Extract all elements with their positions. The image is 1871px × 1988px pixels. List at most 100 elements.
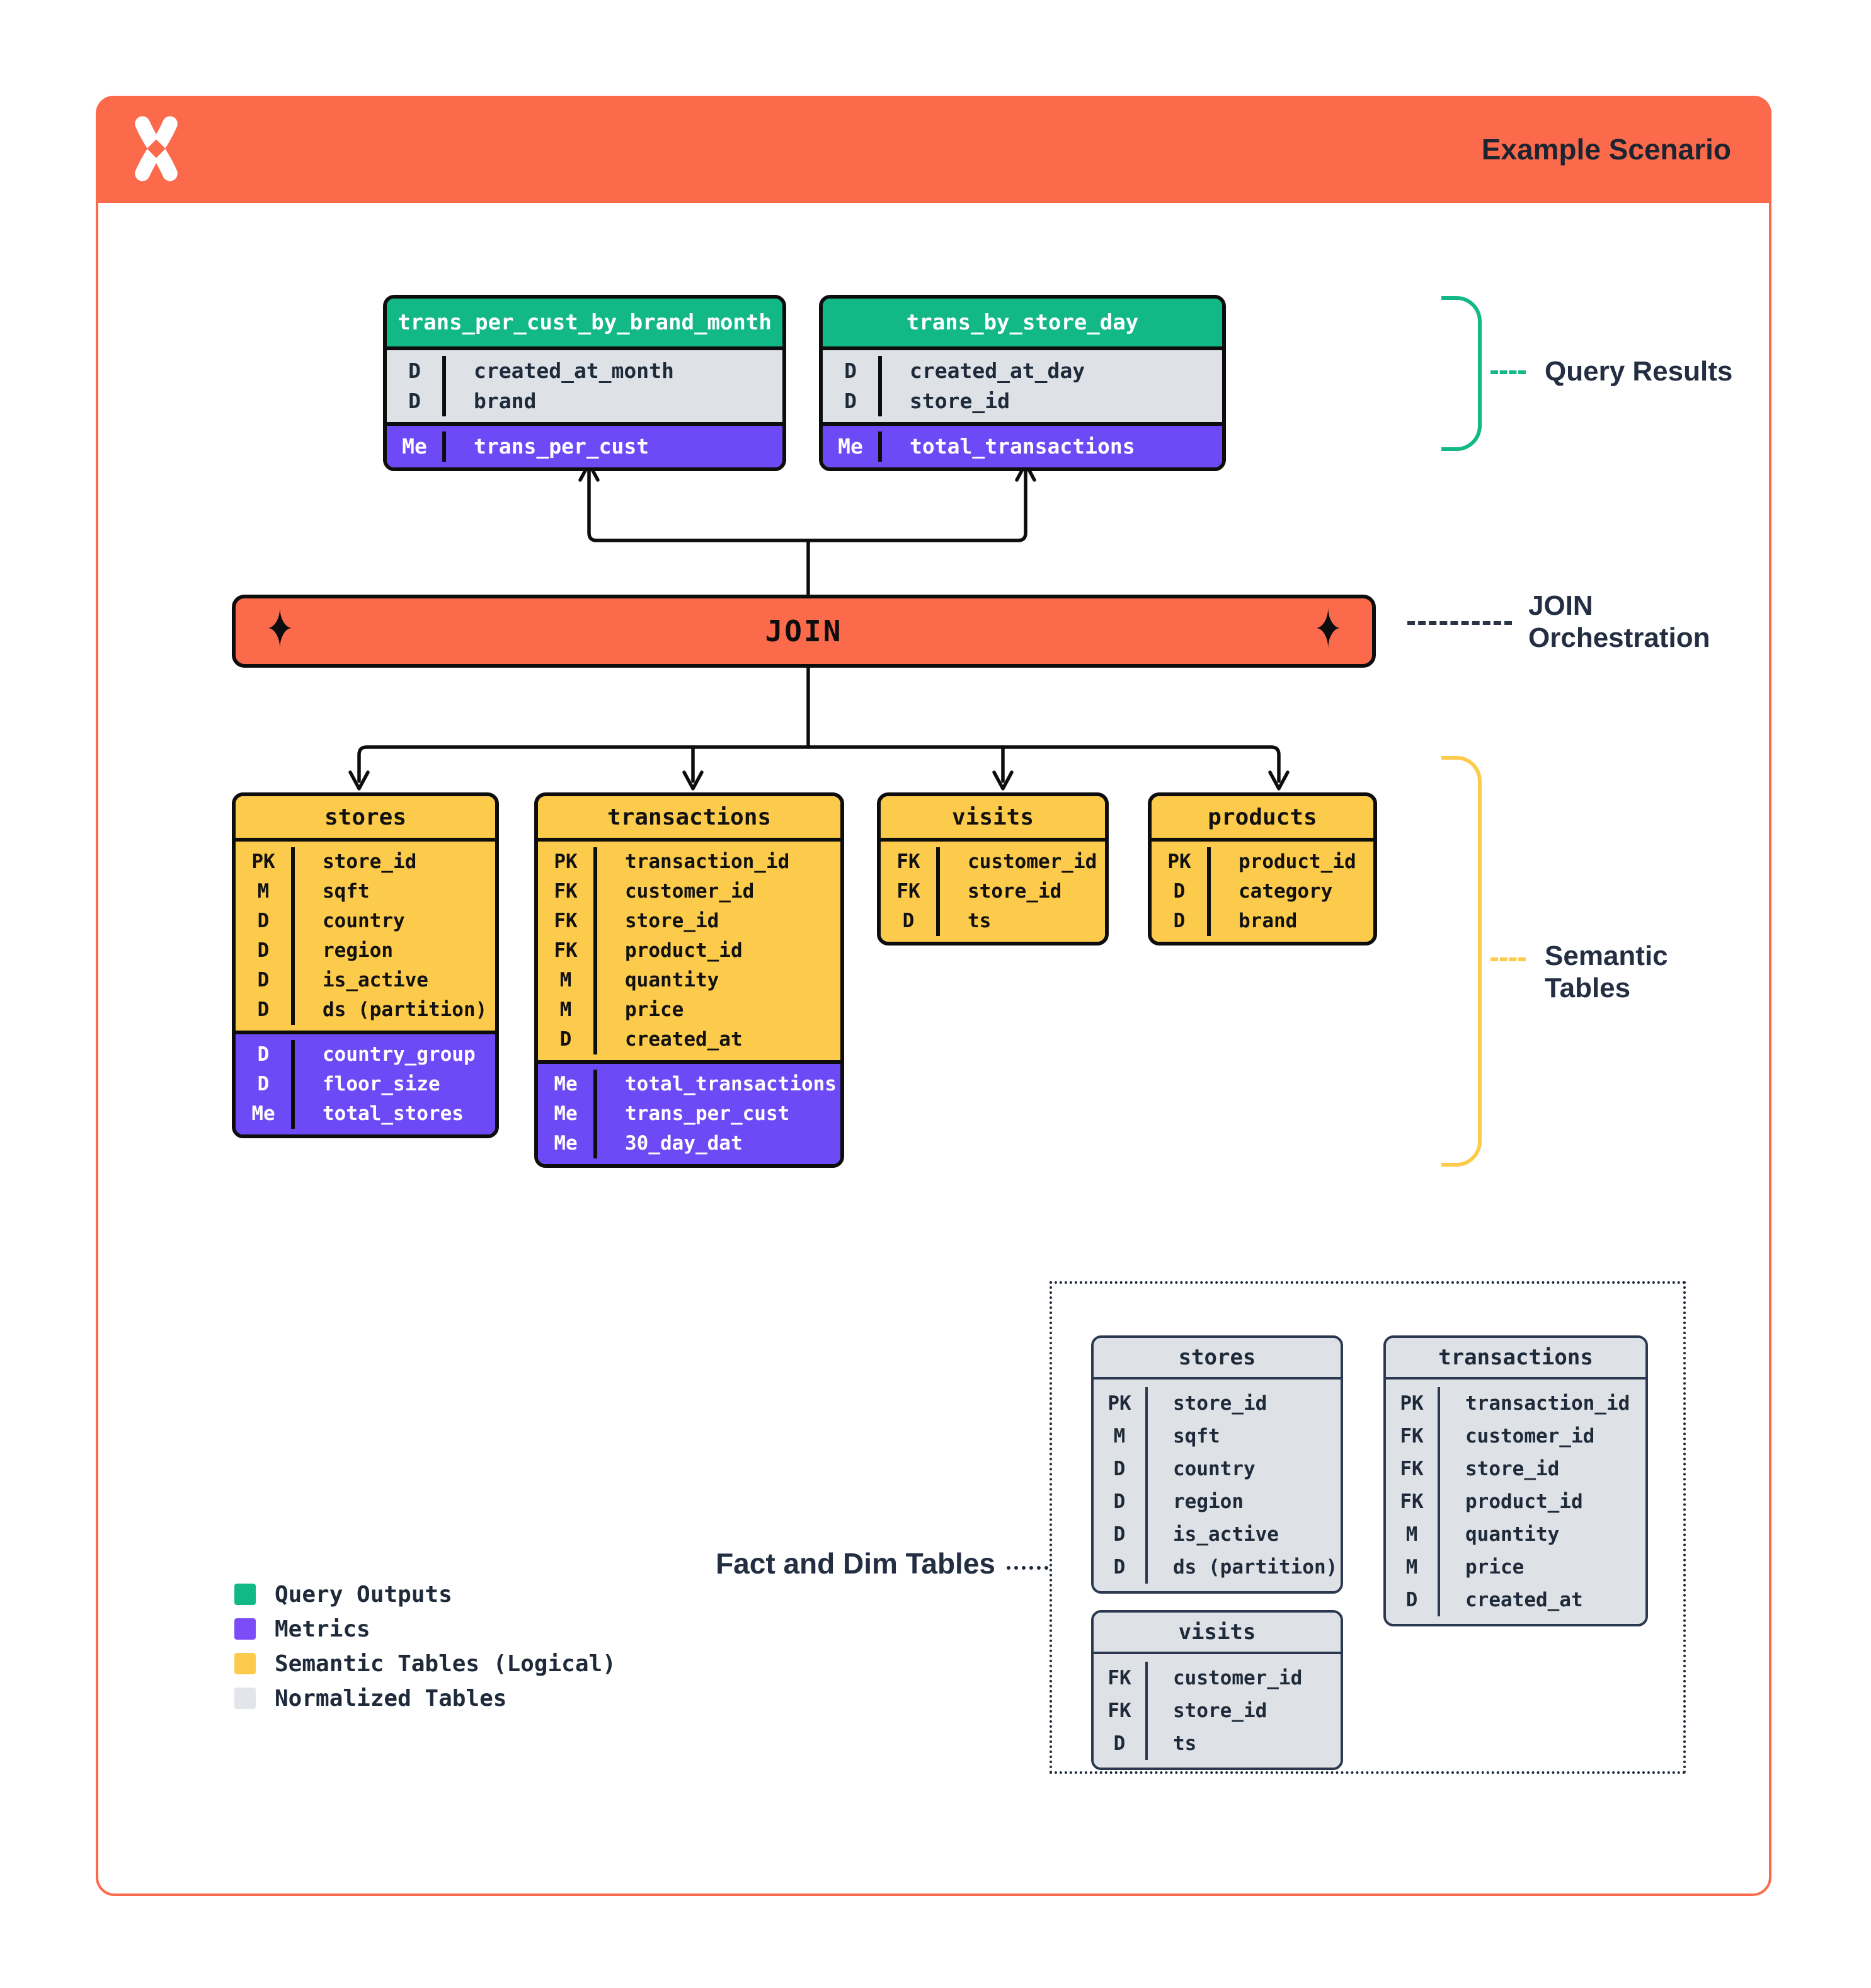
row-key: D xyxy=(844,358,857,383)
table-title: visits xyxy=(881,796,1105,842)
row-field: store_id xyxy=(1173,1392,1267,1415)
row-field: created_at_month xyxy=(474,358,674,383)
row-field: product_id xyxy=(625,939,743,962)
row-field: customer_id xyxy=(1173,1667,1303,1689)
row-field: sqft xyxy=(323,880,370,903)
row-key: PK xyxy=(1167,850,1191,873)
connector-join-down-branch xyxy=(357,745,1281,783)
row-key: D xyxy=(1113,1523,1126,1546)
row-field: region xyxy=(323,939,393,962)
legend-swatch-icon xyxy=(234,1584,256,1605)
row-field: ds (partition) xyxy=(1173,1556,1338,1579)
row-field: total_stores xyxy=(323,1102,464,1125)
semantic-tables-dash-line xyxy=(1491,957,1526,961)
row-field: product_id xyxy=(1465,1490,1583,1513)
row-key: D xyxy=(1113,1732,1126,1755)
row-key: PK xyxy=(1107,1392,1131,1415)
x-logo-icon xyxy=(135,116,178,181)
row-key: D xyxy=(559,1028,572,1051)
row-field: quantity xyxy=(625,969,719,991)
row-key: D xyxy=(408,389,421,413)
table-title: trans_per_cust_by_brand_month xyxy=(387,299,782,350)
row-key: FK xyxy=(1400,1490,1424,1513)
row-field: store_id xyxy=(910,389,1010,413)
arrowhead-down-visits xyxy=(992,770,1014,791)
legend-label: Semantic Tables (Logical) xyxy=(275,1650,616,1677)
diamond-star-icon: ✦ xyxy=(1314,597,1342,661)
row-key: FK xyxy=(896,850,920,873)
row-key: D xyxy=(1113,1458,1126,1480)
join-orchestration-bar: ✦ JOIN ✦ xyxy=(232,595,1376,668)
row-field: store_id xyxy=(1465,1458,1560,1480)
row-key: D xyxy=(257,998,270,1021)
row-field: brand xyxy=(474,389,537,413)
legend-label: Normalized Tables xyxy=(275,1685,507,1711)
join-label: JOIN xyxy=(765,614,843,648)
row-key: D xyxy=(1113,1556,1126,1579)
row-field: price xyxy=(1465,1556,1525,1579)
row-field: trans_per_cust xyxy=(474,434,649,459)
legend-swatch-icon xyxy=(234,1618,256,1640)
table-title: stores xyxy=(236,796,495,842)
row-field: ts xyxy=(1173,1732,1197,1755)
row-key: Me xyxy=(554,1073,578,1095)
row-key: D xyxy=(408,358,421,383)
row-key: FK xyxy=(554,910,578,932)
row-key: D xyxy=(257,969,270,991)
row-field: product_id xyxy=(1239,850,1356,873)
row-key: D xyxy=(257,910,270,932)
row-key: D xyxy=(257,1043,270,1066)
row-key: D xyxy=(1113,1490,1126,1513)
row-field: store_id xyxy=(968,880,1062,903)
row-key: D xyxy=(257,1073,270,1095)
legend-label: Metrics xyxy=(275,1616,370,1642)
row-key: D xyxy=(1173,880,1186,903)
row-key: D xyxy=(1405,1589,1418,1611)
row-key: M xyxy=(257,880,270,903)
row-field: created_at xyxy=(625,1028,743,1051)
row-key: PK xyxy=(554,850,578,873)
row-field: brand xyxy=(1239,910,1298,932)
row-field: 30_day_dat xyxy=(625,1132,743,1155)
join-orchestration-label: JOIN Orchestration xyxy=(1528,590,1710,654)
legend-swatch-icon xyxy=(234,1653,256,1674)
arrowhead-down-stores xyxy=(348,770,370,791)
row-key: FK xyxy=(1400,1425,1424,1448)
row-field: store_id xyxy=(625,910,719,932)
arrowhead-down-products xyxy=(1268,770,1290,791)
row-key: M xyxy=(559,998,572,1021)
row-field: sqft xyxy=(1173,1425,1220,1448)
arrowhead-down-transactions xyxy=(682,770,704,791)
row-key: FK xyxy=(554,939,578,962)
legend-item: Normalized Tables xyxy=(234,1685,616,1711)
query-results-dash-line xyxy=(1491,370,1526,374)
row-key: D xyxy=(257,939,270,962)
row-key: PK xyxy=(1400,1392,1424,1415)
fact-dim-dotted-box xyxy=(1050,1281,1686,1774)
row-key: FK xyxy=(1107,1700,1131,1722)
row-field: transaction_id xyxy=(625,850,790,873)
row-field: country xyxy=(323,910,405,932)
table-title: transactions xyxy=(538,796,840,842)
row-key: FK xyxy=(554,880,578,903)
row-field: created_at_day xyxy=(910,358,1085,383)
row-field: store_id xyxy=(323,850,417,873)
row-key: D xyxy=(844,389,857,413)
query-results-label: Query Results xyxy=(1545,356,1733,387)
row-field: region xyxy=(1173,1490,1244,1513)
legend-item: Semantic Tables (Logical) xyxy=(234,1650,616,1677)
